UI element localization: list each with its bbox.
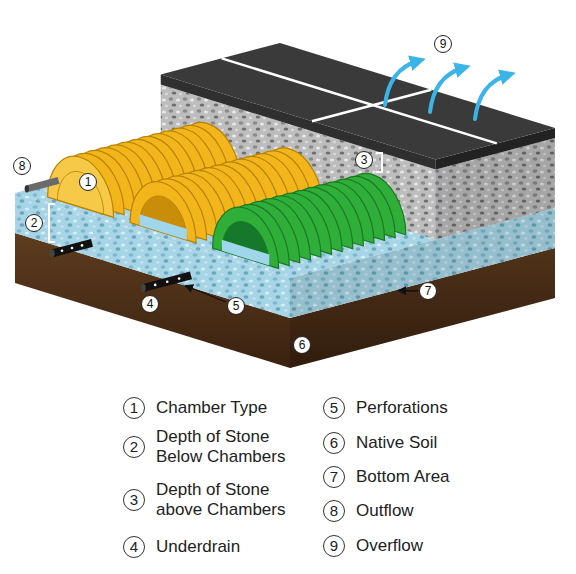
leader-arrow	[398, 290, 418, 292]
legend-text: Chamber Type	[156, 398, 267, 417]
end-cap-detail	[58, 171, 104, 214]
pavement-marking	[312, 90, 431, 122]
legend-text-box: Underdrain	[156, 537, 306, 557]
legend-text-box: Bottom Area	[356, 467, 450, 487]
callout-circle: 6	[293, 336, 311, 354]
callout-circle: 2	[25, 214, 43, 232]
legend-text-box: Chamber Type	[156, 398, 306, 418]
depth-bracket	[376, 153, 382, 172]
underdrain-pipe	[141, 275, 191, 292]
chamber-opening	[139, 196, 187, 240]
legend-text-box: Outflow	[356, 501, 414, 521]
legend-text: Underdrain	[156, 537, 240, 556]
overflow-arrow	[385, 61, 418, 105]
callout-circle: 7	[419, 282, 437, 300]
overflow-arrow	[475, 75, 508, 119]
callout-number: 2	[31, 216, 38, 230]
pipe-body	[143, 275, 191, 288]
green-chamber	[213, 174, 406, 269]
legend-number: 3	[130, 492, 138, 508]
pipe-end	[141, 284, 146, 292]
overflow-arrows	[385, 61, 508, 119]
overflow-arrow	[430, 68, 463, 112]
legend-number-circle: 3	[123, 489, 145, 511]
legend-text: Native Soil	[356, 433, 437, 452]
depth-bracket	[49, 204, 55, 242]
underdrain-pipe	[50, 243, 92, 257]
pipe-body	[52, 243, 92, 254]
pipe-end	[25, 185, 29, 192]
legend-number: 6	[330, 435, 338, 451]
legend-number-circle: 7	[323, 466, 345, 488]
callout-circle: 1	[79, 173, 97, 191]
legend-number: 2	[130, 439, 138, 455]
perforation	[154, 284, 157, 287]
legend-number: 4	[130, 539, 138, 555]
chamber-rib	[130, 182, 196, 243]
stone-below	[15, 123, 555, 318]
leader-arrow	[185, 286, 226, 303]
callout-number: 5	[233, 299, 240, 313]
perforation	[71, 247, 74, 250]
perforation	[178, 277, 181, 280]
legend-text: Bottom Area	[356, 467, 450, 486]
legend-number: 5	[330, 400, 338, 416]
legend-number-circle: 6	[323, 432, 345, 454]
legend-number-circle: 5	[323, 397, 345, 419]
callout-circle: 3	[355, 151, 373, 169]
outflow-pipe	[25, 180, 59, 192]
callout-circle: 4	[141, 295, 159, 313]
legend-number: 1	[130, 400, 138, 416]
callout-number: 7	[425, 284, 432, 298]
callout-number: 6	[299, 338, 306, 352]
legend-number: 9	[330, 538, 338, 554]
legend-text: Depth of Stone above Chambers	[156, 480, 285, 519]
callout-number: 4	[147, 297, 154, 311]
chamber-end-cap	[48, 156, 114, 217]
pipe-body	[27, 180, 59, 188]
legend-number: 8	[330, 503, 338, 519]
legend-text-box: Depth of Stone above Chambers	[156, 480, 306, 520]
legend-text-box: Depth of Stone Below Chambers	[156, 427, 306, 467]
legend-number-circle: 4	[123, 536, 145, 558]
callout-circle: 8	[13, 157, 31, 175]
legend-number: 7	[330, 469, 338, 485]
stone-face	[15, 193, 290, 318]
pavement-marking	[222, 58, 497, 143]
legend-text: Outflow	[356, 501, 414, 520]
perforation	[166, 280, 169, 283]
pipe-end	[50, 249, 55, 257]
callout-number: 8	[19, 159, 26, 173]
callout-circle: 5	[227, 297, 245, 315]
chamber-opening	[222, 221, 270, 265]
legend-text-box: Perforations	[356, 398, 448, 418]
chamber-rib	[213, 207, 279, 268]
callout-number: 3	[361, 153, 368, 167]
legend-number-circle: 9	[323, 535, 345, 557]
callout-circle: 9	[434, 35, 452, 53]
chamber-water	[139, 214, 187, 240]
legend-text: Depth of Stone Below Chambers	[156, 427, 285, 466]
callout-number: 1	[85, 175, 92, 189]
legend-text: Perforations	[356, 398, 448, 417]
legend-number-circle: 1	[123, 397, 145, 419]
legend-text-box: Overflow	[356, 536, 423, 556]
callout-number: 9	[440, 37, 447, 51]
perforation	[81, 244, 84, 247]
legend-number-circle: 8	[323, 500, 345, 522]
legend-text: Overflow	[356, 536, 423, 555]
legend-number-circle: 2	[123, 436, 145, 458]
perforation	[61, 249, 64, 252]
chamber-water	[222, 240, 270, 266]
legend-text-box: Native Soil	[356, 433, 437, 453]
